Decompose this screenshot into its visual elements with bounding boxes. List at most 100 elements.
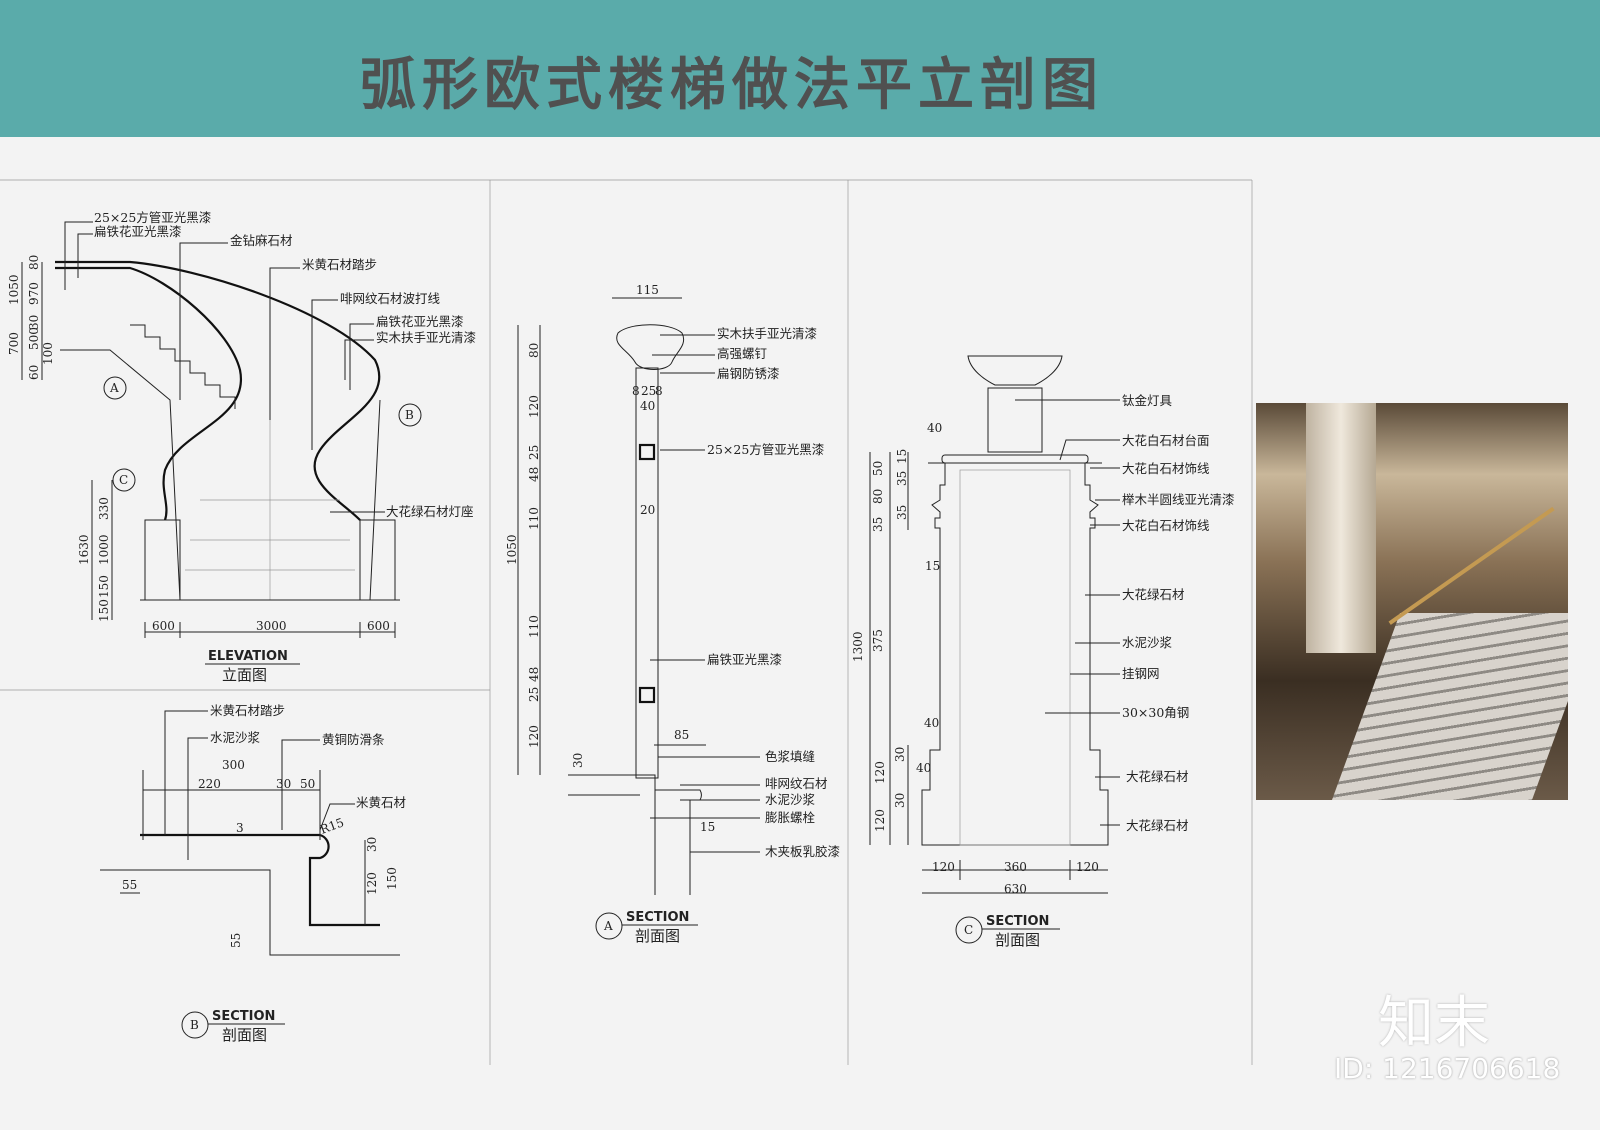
dim: 40 — [924, 716, 939, 730]
dim: 8 — [632, 384, 640, 398]
dim: 110 — [527, 507, 541, 530]
seca-label: 啡网纹石材 — [765, 776, 828, 791]
section-c-caption-cn: 剖面图 — [995, 931, 1040, 949]
dim: 30 — [893, 793, 907, 808]
dim: 50 — [300, 777, 315, 791]
dim: 375 — [871, 629, 885, 652]
section-c-marker: C — [964, 923, 973, 937]
dim: 120 — [873, 809, 887, 832]
elevation-caption-en: ELEVATION — [208, 649, 288, 664]
dim: 15 — [700, 820, 715, 834]
secc-label: 30×30角钢 — [1122, 705, 1189, 720]
dim: 50 — [871, 461, 885, 476]
dim: 25 — [527, 445, 541, 460]
dim: 300 — [222, 758, 245, 772]
seca-label: 色浆填缝 — [765, 749, 815, 764]
section-b-drawing: 米黄石材踏步 水泥沙浆 黄铜防滑条 米黄石材 300 220 30 50 3 R… — [100, 703, 406, 1044]
dim: 115 — [636, 283, 659, 297]
dim: 120 — [527, 395, 541, 418]
dim: 80 — [527, 343, 541, 358]
elevation-drawing: 25×25方管亚光黑漆 扁铁花亚光黑漆 金钻麻石材 米黄石材踏步 啡网纹石材波打… — [7, 210, 476, 684]
dim: 55 — [122, 878, 137, 892]
dim: 630 — [1004, 882, 1027, 896]
dim: 3000 — [256, 619, 287, 633]
section-a-drawing: 115 8 25 8 40 80 120 25 48 110 1050 20 1… — [505, 283, 840, 945]
dim: 100 — [41, 342, 55, 365]
elev-label-2: 扁铁花亚光黑漆 — [94, 224, 182, 239]
dim: 970 — [27, 282, 41, 305]
marker-b: B — [405, 408, 414, 422]
seca-label: 水泥沙浆 — [765, 792, 816, 807]
photo-column — [1306, 403, 1376, 653]
secc-label: 挂钢网 — [1122, 666, 1160, 681]
dim: 1300 — [851, 631, 865, 662]
dim: 35 — [895, 471, 909, 486]
seca-label: 膨胀螺栓 — [765, 810, 816, 825]
dim: 330 — [97, 497, 111, 520]
dim: 15 — [925, 559, 940, 573]
elev-label-4: 米黄石材踏步 — [302, 257, 377, 272]
section-c-drawing: 钛金灯具 大花白石材台面 大花白石材饰线 榉木半圆线亚光清漆 大花白石材饰线 大… — [851, 355, 1235, 949]
dim: 35 — [895, 505, 909, 520]
dim: 30 — [571, 753, 585, 768]
secc-label: 大花白石材饰线 — [1122, 518, 1210, 533]
dim: 600 — [367, 619, 390, 633]
elev-label-6: 扁铁花亚光黑漆 — [376, 314, 464, 329]
dim: 220 — [198, 777, 221, 791]
seca-label: 木夹板乳胶漆 — [765, 844, 840, 859]
dim: 48 — [527, 467, 541, 482]
section-b-marker: B — [190, 1018, 199, 1032]
section-a-caption-en: SECTION — [626, 910, 689, 925]
secc-label: 大花绿石材 — [1122, 587, 1185, 602]
dim: 80 — [871, 489, 885, 504]
dim: 30 — [893, 747, 907, 762]
watermark-id: ID: 1216706618 — [1334, 1052, 1561, 1085]
panel-dividers — [0, 179, 1253, 1065]
secc-label: 大花绿石材 — [1126, 818, 1189, 833]
elevation-caption-cn: 立面图 — [222, 666, 267, 684]
secb-label: 米黄石材 — [356, 795, 406, 810]
dim: 30 — [27, 315, 41, 330]
header-band — [0, 0, 1600, 137]
dim: 110 — [527, 615, 541, 638]
dim: 25 — [527, 687, 541, 702]
dim: 120 — [527, 725, 541, 748]
seca-label: 25×25方管亚光黑漆 — [707, 442, 824, 457]
secc-label: 大花白石材饰线 — [1122, 461, 1210, 476]
secb-label: 黄铜防滑条 — [322, 732, 385, 747]
secb-label: 水泥沙浆 — [210, 730, 261, 745]
watermark-logo: 知末 — [1378, 991, 1490, 1056]
dim: 120 — [873, 761, 887, 784]
dim: 20 — [640, 503, 655, 517]
dim: 35 — [871, 517, 885, 532]
elev-label-7: 实木扶手亚光清漆 — [376, 330, 476, 345]
dim: 8 — [655, 384, 663, 398]
marker-a: A — [109, 381, 119, 395]
dim: 40 — [916, 761, 931, 775]
elev-label-3: 金钻麻石材 — [230, 233, 293, 248]
secc-label: 榉木半圆线亚光清漆 — [1122, 492, 1235, 507]
dim: 25 — [641, 384, 656, 398]
dim: 1050 — [7, 274, 21, 305]
secc-label: 钛金灯具 — [1122, 393, 1173, 408]
secb-label: 米黄石材踏步 — [210, 703, 285, 718]
dim: 3 — [236, 821, 244, 835]
dim: 600 — [152, 619, 175, 633]
page-title: 弧形欧式楼梯做法平立剖图 — [360, 53, 1104, 118]
dim: 360 — [1004, 860, 1027, 874]
dim: 150 — [385, 867, 399, 890]
seca-label: 扁钢防锈漆 — [717, 366, 780, 381]
seca-label: 实木扶手亚光清漆 — [717, 326, 817, 341]
dim: 1000 — [97, 534, 111, 565]
section-a-marker: A — [603, 919, 613, 933]
seca-label: 高强螺钉 — [717, 346, 768, 361]
marker-c: C — [119, 473, 128, 487]
dim: 120 — [932, 860, 955, 874]
secc-label: 水泥沙浆 — [1122, 635, 1173, 650]
dim: 120 — [365, 872, 379, 895]
dim: 60 — [27, 365, 41, 380]
dim: 30 — [276, 777, 291, 791]
section-c-caption-en: SECTION — [986, 914, 1049, 929]
dim: 1050 — [505, 534, 519, 565]
